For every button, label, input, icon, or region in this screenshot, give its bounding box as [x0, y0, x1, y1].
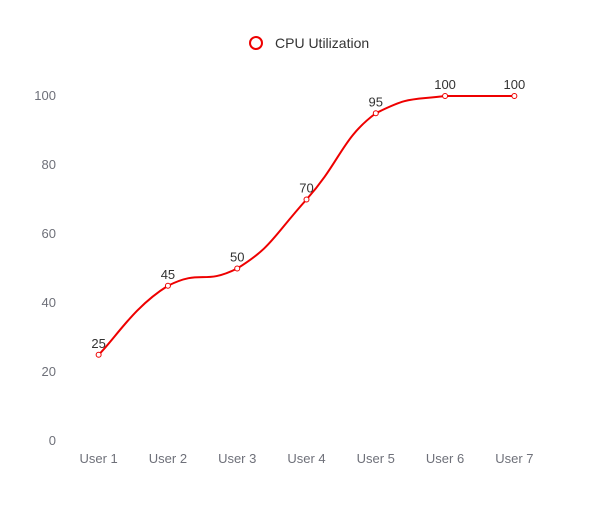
data-point[interactable] — [164, 282, 171, 289]
y-axis: 0 20 40 60 80 100 — [34, 88, 56, 448]
y-tick-label: 20 — [42, 364, 56, 379]
x-tick-label: User 4 — [287, 451, 325, 466]
data-point[interactable] — [95, 351, 102, 358]
x-axis: User 1 User 2 User 3 User 4 User 5 User 6 User… — [79, 451, 533, 466]
data-label: 100 — [504, 77, 526, 92]
data-point[interactable] — [234, 265, 241, 272]
x-tick-label: User 7 — [495, 451, 533, 466]
x-tick-label: User 6 — [426, 451, 464, 466]
data-point[interactable] — [511, 93, 518, 99]
data-label: 25 — [91, 336, 105, 351]
data-label: 100 — [434, 77, 456, 92]
y-tick-label: 40 — [42, 295, 56, 310]
x-tick-label: User 2 — [149, 451, 187, 466]
data-label: 50 — [230, 250, 244, 265]
y-tick-label: 80 — [42, 157, 56, 172]
series-layer — [95, 93, 518, 358]
series-line — [97, 94, 515, 356]
x-tick-label: User 1 — [79, 451, 117, 466]
y-tick-label: 100 — [34, 88, 56, 103]
data-label: 45 — [161, 267, 175, 282]
legend-label: CPU Utilization — [275, 35, 369, 51]
data-label: 95 — [369, 94, 383, 109]
legend[interactable]: CPU Utilization — [249, 35, 369, 51]
data-point[interactable] — [442, 93, 449, 99]
y-tick-label: 60 — [42, 226, 56, 241]
y-tick-label: 0 — [49, 433, 56, 448]
data-label: 70 — [299, 181, 313, 196]
data-labels: 25 45 50 70 95 100 100 — [91, 77, 525, 351]
data-point[interactable] — [303, 196, 310, 203]
x-tick-label: User 3 — [218, 451, 256, 466]
data-point[interactable] — [372, 110, 379, 117]
x-tick-label: User 5 — [357, 451, 395, 466]
legend-marker-icon — [249, 36, 263, 50]
